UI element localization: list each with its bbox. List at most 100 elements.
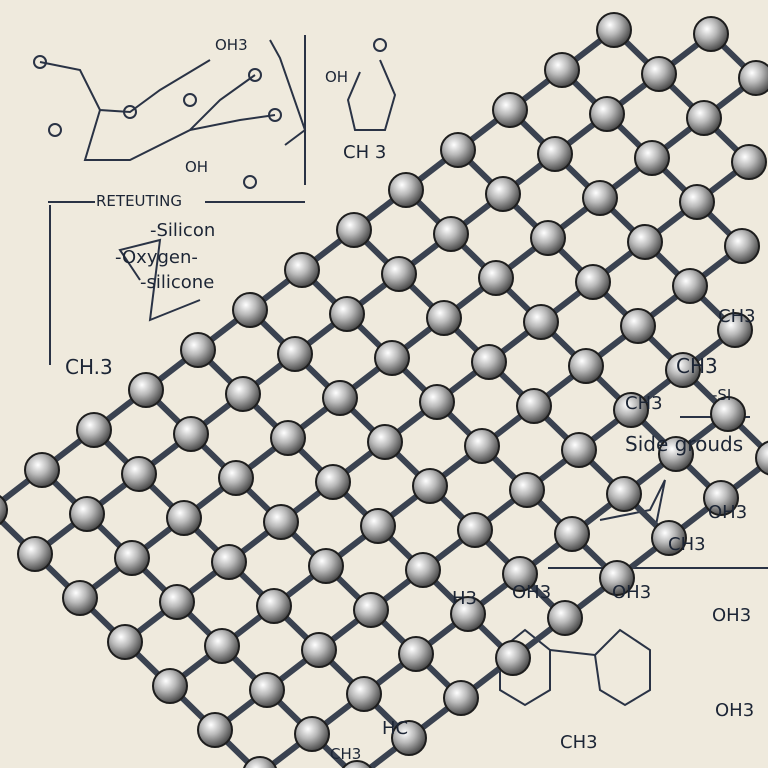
atom (433, 216, 469, 252)
atom (342, 760, 372, 768)
atom (180, 332, 216, 368)
atom (547, 600, 583, 636)
atom (440, 132, 476, 168)
atom (693, 16, 729, 52)
atom (374, 340, 410, 376)
label-right-ch3-b: CH3 (676, 354, 718, 378)
atom (457, 512, 493, 548)
atom (502, 556, 538, 592)
atom (270, 420, 306, 456)
atom (516, 388, 552, 424)
atom (561, 432, 597, 468)
label-bottom-h3: H3 (452, 588, 477, 609)
atom (443, 680, 479, 716)
atom (204, 628, 240, 664)
atom (329, 296, 365, 332)
atom (121, 456, 157, 492)
atom (211, 544, 247, 580)
atom (336, 212, 372, 248)
atom (24, 452, 60, 488)
atom (17, 536, 53, 572)
label-top-oh2: OH (185, 158, 209, 176)
atom (308, 548, 344, 584)
atom (641, 56, 677, 92)
atom (256, 588, 292, 624)
atom (755, 440, 768, 476)
legend-item-oxygen: -Oxygen- (115, 247, 198, 268)
atom (76, 412, 112, 448)
label-left-ch3: CH.3 (65, 355, 113, 379)
atom (381, 256, 417, 292)
atom (724, 228, 760, 264)
label-side-oh3: OH3 (708, 502, 748, 523)
legend-item-silicon: -Silicon (150, 220, 216, 241)
atom (412, 468, 448, 504)
atom (738, 60, 768, 96)
atom (665, 352, 701, 388)
atom (346, 676, 382, 712)
atom (218, 460, 254, 496)
atom (731, 144, 767, 180)
atom (128, 372, 164, 408)
atom (679, 184, 715, 220)
atom (405, 552, 441, 588)
label-bottom-oh3-c: OH3 (712, 605, 752, 626)
atom (537, 136, 573, 172)
atom (301, 632, 337, 668)
atom (353, 592, 389, 628)
label-side-groups: Side grouds (625, 432, 744, 456)
atom (478, 260, 514, 296)
atom (107, 624, 143, 660)
atom (398, 636, 434, 672)
legend-item-silicone: -silicone (140, 272, 215, 293)
atom (596, 12, 632, 48)
atom (471, 344, 507, 380)
atom (575, 264, 611, 300)
atom (294, 716, 330, 752)
atom (243, 756, 277, 768)
atom (391, 720, 427, 756)
atom (277, 336, 313, 372)
atom (360, 508, 396, 544)
atom (710, 396, 746, 432)
atom (717, 312, 753, 348)
atom (173, 416, 209, 452)
atom (367, 424, 403, 460)
atom (197, 712, 233, 748)
atom (544, 52, 580, 88)
atom (658, 436, 694, 472)
atom (322, 380, 358, 416)
atom (284, 252, 320, 288)
atom (69, 496, 105, 532)
atom (620, 308, 656, 344)
label-top-ch3: CH 3 (343, 142, 387, 163)
label-right-ch3-c: CH3 (625, 393, 663, 414)
label-bottom-oh3-a: OH3 (512, 582, 552, 603)
atom (249, 672, 285, 708)
atom (114, 540, 150, 576)
atom (464, 428, 500, 464)
atom (651, 520, 687, 556)
atom (589, 96, 625, 132)
atom (450, 596, 486, 632)
atom (495, 640, 531, 676)
atom (686, 100, 722, 136)
atom (0, 495, 8, 525)
label-bottom-oh3-b: OH3 (612, 582, 652, 603)
label-side-ch3: CH3 (668, 534, 706, 555)
atom (627, 224, 663, 260)
atom (634, 140, 670, 176)
label-right-si: -SI (712, 386, 732, 404)
atom (166, 500, 202, 536)
atom (492, 92, 528, 128)
atom (606, 476, 642, 512)
silicone-lattice (0, 12, 768, 768)
atom (509, 472, 545, 508)
atom (672, 268, 708, 304)
label-bottom-oh3-d: OH3 (715, 700, 755, 721)
atom (582, 180, 618, 216)
atom (613, 392, 649, 428)
label-bottom-ch3-b: CH3 (330, 745, 362, 763)
atom (225, 376, 261, 412)
atom (263, 504, 299, 540)
